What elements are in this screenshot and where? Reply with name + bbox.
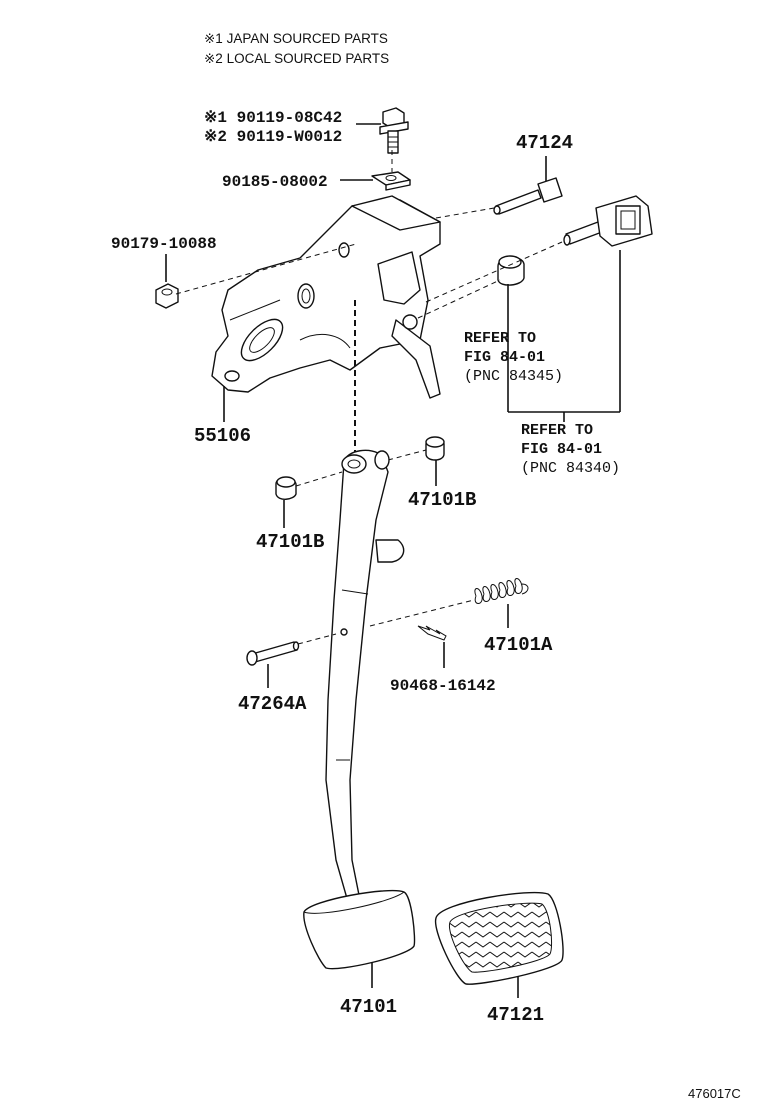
label-bolt-japan: ※1 90119-08C42 (204, 109, 342, 127)
label-nut-clip: 90185-08002 (222, 173, 328, 191)
figure-code: 476017C (688, 1086, 741, 1101)
stop-switch-part[interactable] (563, 195, 653, 247)
label-bracket: 55106 (194, 425, 251, 447)
ref1-line1: REFER TO (464, 330, 536, 347)
ref2-line3: (PNC 84340) (521, 460, 620, 477)
clip-part[interactable] (417, 625, 447, 641)
note-japan: ※1 JAPAN SOURCED PARTS (204, 31, 388, 46)
label-bolt-local: ※2 90119-W0012 (204, 128, 342, 146)
label-47124: 47124 (516, 132, 573, 154)
pedal-foot-part[interactable] (303, 889, 416, 970)
nut-clip-part[interactable] (371, 171, 411, 191)
ref1-line2: FIG 84-01 (464, 349, 545, 366)
pedal-pad-part[interactable] (434, 891, 564, 985)
label-nut: 90179-10088 (111, 235, 217, 253)
brake-pedal-arm-part[interactable] (325, 449, 405, 903)
ref1-line3: (PNC 84345) (464, 368, 563, 385)
label-pad: 47121 (487, 1004, 544, 1026)
label-bushing-left: 47101B (256, 531, 324, 553)
nut-part[interactable] (155, 283, 179, 309)
label-clip: 90468-16142 (390, 677, 496, 695)
return-spring-part[interactable] (474, 578, 529, 604)
pedal-bracket-part[interactable] (211, 195, 441, 399)
note-local: ※2 LOCAL SOURCED PARTS (204, 51, 389, 66)
pin-47124-part[interactable] (493, 177, 563, 215)
bushing-right-part[interactable] (425, 436, 445, 461)
bushing-left-part[interactable] (275, 476, 297, 500)
pin-47264a-part[interactable] (246, 641, 300, 666)
bolt-part[interactable] (379, 107, 409, 154)
label-bushing-right: 47101B (408, 489, 476, 511)
ref2-line1: REFER TO (521, 422, 593, 439)
label-pedal: 47101 (340, 996, 397, 1018)
label-pin-47264a: 47264A (238, 693, 307, 715)
label-spring: 47101A (484, 634, 553, 656)
ref2-line2: FIG 84-01 (521, 441, 602, 458)
bushing-switch-part[interactable] (497, 255, 525, 286)
